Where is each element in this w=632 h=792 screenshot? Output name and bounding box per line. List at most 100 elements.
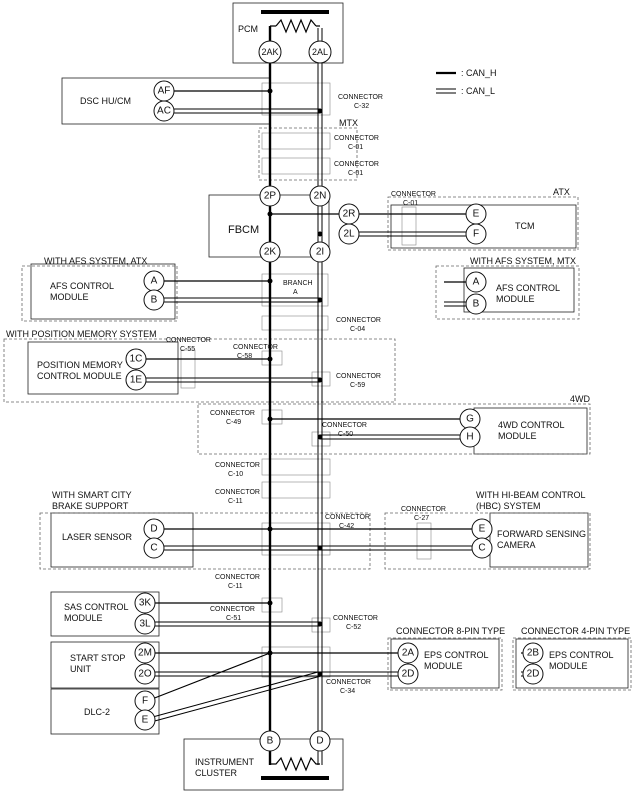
- svg-text:2O: 2O: [138, 669, 152, 680]
- svg-text:ATX: ATX: [553, 187, 570, 197]
- pin-eps4-2b: [522, 642, 544, 664]
- svg-text:AC: AC: [157, 106, 171, 117]
- eps8-label-2: MODULE: [424, 661, 463, 671]
- 4wd-label-2: MODULE: [498, 431, 537, 441]
- svg-text:E: E: [479, 524, 486, 535]
- svg-text:C-59: C-59: [350, 382, 365, 389]
- svg-text:1C: 1C: [130, 354, 143, 365]
- afs-mtx-label-2: MODULE: [496, 294, 535, 304]
- svg-text:2A: 2A: [402, 648, 415, 659]
- svg-text:C-11: C-11: [228, 498, 243, 505]
- svg-text:C-01: C-01: [348, 170, 363, 177]
- eps8-label-1: EPS CONTROL: [424, 650, 489, 660]
- svg-text:CONNECTOR: CONNECTOR: [215, 462, 260, 469]
- pin-fbcm-2l: [338, 223, 360, 245]
- afs-atx-label-1: AFS CONTROL: [50, 281, 114, 291]
- svg-text:2P: 2P: [264, 191, 277, 202]
- pin-fbcm-2n: [309, 185, 331, 207]
- svg-text:C-51: C-51: [226, 615, 241, 622]
- forward-camera-box: [489, 512, 589, 568]
- tcm-label: TCM: [515, 221, 535, 231]
- svg-text:CONNECTOR: CONNECTOR: [333, 615, 378, 622]
- junction-dots: [267, 88, 323, 677]
- atx-frame: [387, 196, 579, 251]
- ss-label-1: START STOP: [70, 653, 125, 663]
- pin-fbcm-2k: [259, 241, 281, 263]
- sas-label-1: SAS CONTROL: [64, 602, 129, 612]
- sas-label-2: MODULE: [64, 613, 103, 623]
- svg-text:CONNECTOR: CONNECTOR: [338, 94, 383, 101]
- pin-circles: [125, 40, 544, 752]
- svg-text:E: E: [142, 715, 149, 726]
- pin-tcm-f: [465, 223, 487, 245]
- pin-eps8-2a: [397, 642, 419, 664]
- pin-pm-1e: [125, 369, 147, 391]
- svg-text:CONNECTOR: CONNECTOR: [391, 191, 436, 198]
- svg-text:CONNECTOR: CONNECTOR: [166, 337, 211, 344]
- svg-text:C-34: C-34: [340, 688, 355, 695]
- svg-text:F: F: [142, 696, 148, 707]
- hbc-frame: [384, 512, 591, 570]
- pin-labels: 2AK 2AL AF AC 2P 2N 2K 2I 2R 2L E F A B …: [130, 47, 540, 747]
- svg-text:CONNECTOR: CONNECTOR: [210, 606, 255, 613]
- svg-text:WITH HI-BEAM CONTROL: WITH HI-BEAM CONTROL: [476, 490, 586, 500]
- svg-text:2R: 2R: [343, 209, 356, 220]
- svg-text:CONNECTOR: CONNECTOR: [334, 161, 379, 168]
- legend-can-l: : CAN_L: [461, 86, 495, 96]
- svg-text:(HBC) SYSTEM: (HBC) SYSTEM: [476, 501, 541, 511]
- pin-pcm-2al: [308, 40, 332, 64]
- svg-text:C-04: C-04: [350, 326, 365, 333]
- svg-text:WITH SMART CITY: WITH SMART CITY: [52, 490, 132, 500]
- svg-text:C-32: C-32: [354, 103, 369, 110]
- dsc-label: DSC HU/CM: [80, 96, 131, 106]
- svg-text:C-55: C-55: [180, 346, 195, 353]
- pcm-label: PCM: [238, 24, 258, 34]
- connector-labels: CONNECTOR C-32 CONNECTOR C-01 CONNECTOR …: [166, 94, 446, 695]
- svg-text:CONNECTOR: CONNECTOR: [322, 422, 367, 429]
- module-labels: PCM DSC HU/CM FBCM TCM AFS CONTROL MODUL…: [37, 24, 614, 778]
- eps8-frame: [387, 637, 503, 691]
- legend: : CAN_H : CAN_L: [436, 68, 497, 96]
- svg-text:CONNECTOR: CONNECTOR: [325, 514, 370, 521]
- pin-pm-1c: [125, 348, 147, 370]
- svg-text:CONNECTOR 4-PIN TYPE: CONNECTOR 4-PIN TYPE: [521, 626, 630, 636]
- svg-text:CONNECTOR: CONNECTOR: [215, 574, 260, 581]
- cluster-terminating-resistor-icon: [261, 756, 329, 780]
- svg-text:C-58: C-58: [237, 353, 252, 360]
- pin-afs-mtx-b: [465, 293, 487, 315]
- svg-text:4WD: 4WD: [570, 394, 591, 404]
- pin-afs-mtx-a: [465, 271, 487, 293]
- dlc2-label: DLC-2: [84, 707, 110, 717]
- svg-text:D: D: [150, 524, 157, 535]
- svg-text:3L: 3L: [139, 619, 151, 630]
- svg-text:C-01: C-01: [403, 200, 418, 207]
- svg-text:2AK: 2AK: [261, 47, 278, 57]
- svg-text:2B: 2B: [527, 648, 540, 659]
- svg-text:CONNECTOR 8-PIN TYPE: CONNECTOR 8-PIN TYPE: [396, 626, 505, 636]
- pin-sas-3k: [134, 592, 156, 614]
- pin-dlc-e: [134, 709, 156, 731]
- svg-text:CONNECTOR: CONNECTOR: [401, 506, 446, 513]
- svg-text:C-01: C-01: [348, 144, 363, 151]
- svg-text:WITH AFS SYSTEM, MTX: WITH AFS SYSTEM, MTX: [470, 256, 576, 266]
- pin-fbcm-2p: [259, 185, 281, 207]
- svg-text:CONNECTOR: CONNECTOR: [334, 135, 379, 142]
- pin-camera-c: [471, 537, 493, 559]
- svg-text:D: D: [316, 736, 323, 747]
- svg-text:C-10: C-10: [228, 471, 243, 478]
- pm-label-2: CONTROL MODULE: [37, 371, 122, 381]
- 4wd-frame: [197, 403, 591, 455]
- pin-cluster-d: [309, 730, 331, 752]
- svg-text:C-50: C-50: [338, 431, 353, 438]
- connector-outlines: [180, 82, 432, 678]
- pin-cluster-b: [259, 730, 281, 752]
- laser-label: LASER SENSOR: [62, 532, 133, 542]
- svg-text:2I: 2I: [316, 247, 324, 258]
- camera-label-1: FORWARD SENSING: [497, 529, 586, 539]
- pin-4wd-h: [459, 426, 481, 448]
- afs-mtx-frame: [435, 265, 580, 320]
- svg-text:F: F: [473, 229, 479, 240]
- svg-text:WITH AFS SYSTEM, ATX: WITH AFS SYSTEM, ATX: [44, 256, 147, 266]
- svg-text:WITH POSITION MEMORY SYSTEM: WITH POSITION MEMORY SYSTEM: [6, 329, 157, 339]
